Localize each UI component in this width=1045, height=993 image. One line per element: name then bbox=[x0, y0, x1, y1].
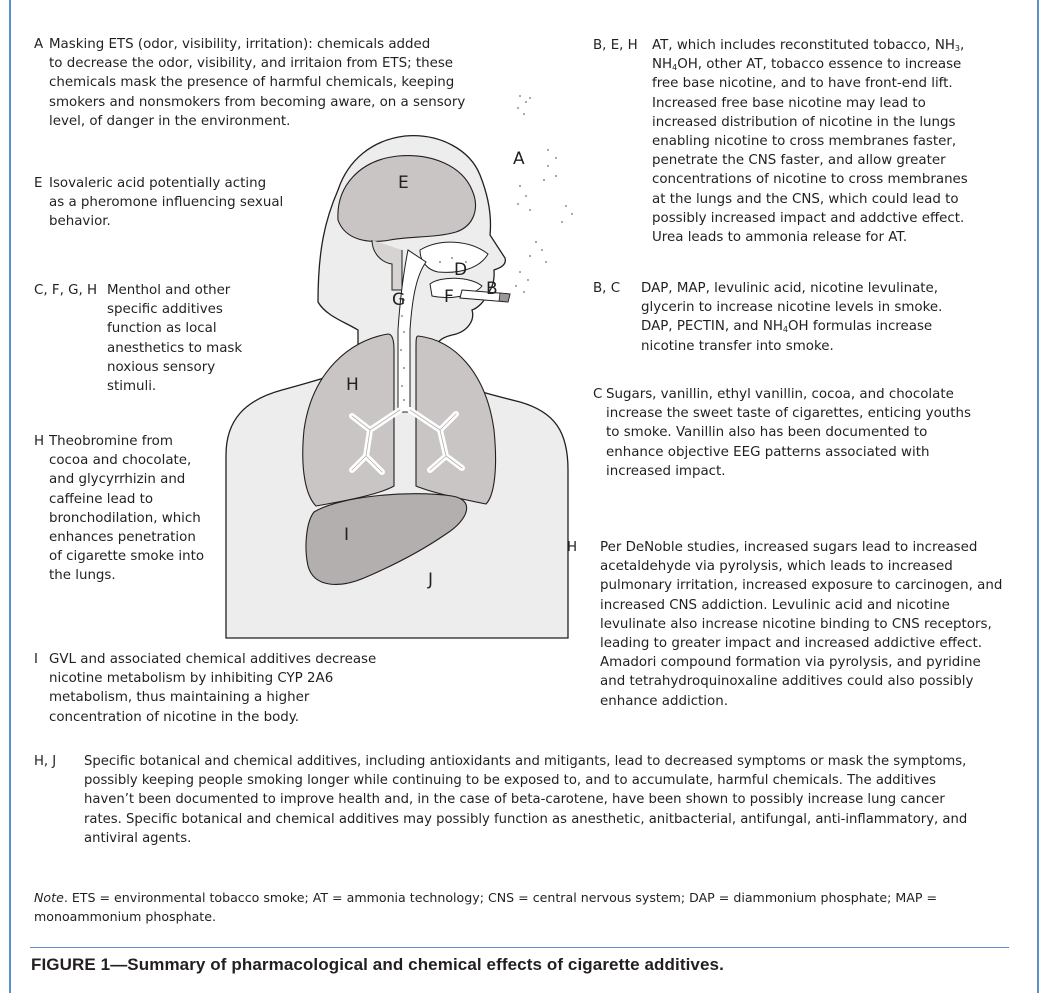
figure-label-d: D bbox=[454, 260, 467, 280]
figure-label-b: B bbox=[486, 279, 498, 299]
figure-label-g: G bbox=[392, 290, 405, 310]
figure-label-j: J bbox=[427, 570, 433, 590]
figure-label-h: H bbox=[346, 375, 359, 395]
figure-label-i: I bbox=[344, 525, 349, 545]
figure-label-f: F bbox=[444, 287, 454, 307]
figure-label-e: E bbox=[398, 173, 409, 193]
figure-label-a: A bbox=[513, 149, 525, 169]
